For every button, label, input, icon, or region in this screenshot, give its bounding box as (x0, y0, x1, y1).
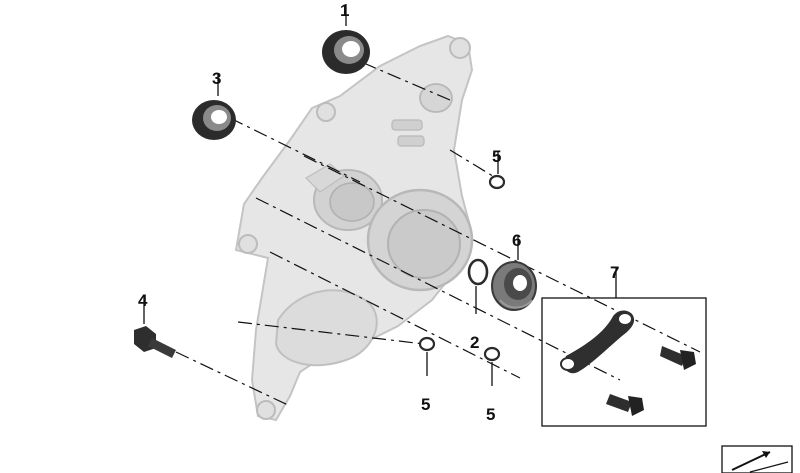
snap-ring (467, 258, 489, 286)
shaft-seal-top (322, 30, 370, 74)
callout-6: 6 (512, 231, 521, 250)
assembly-axes (175, 51, 701, 407)
housing-cover (234, 34, 474, 422)
sealing-ring-lower-left (418, 336, 436, 352)
hex-bolt (134, 326, 176, 358)
callout-5-lower-left: 5 (421, 395, 430, 414)
leader-lines (143, 4, 617, 386)
callout-3: 3 (212, 69, 221, 88)
scroll-arrow-icon[interactable] (721, 445, 793, 473)
callout-5-lower-right: 5 (486, 405, 495, 424)
callout-5-upper-right: 5 (492, 147, 501, 166)
sealing-ring-lower-right (483, 346, 501, 362)
sealing-ring-upper-right (488, 174, 506, 190)
bracket-kit (541, 297, 707, 427)
callout-1: 1 (340, 1, 349, 20)
shaft-seal-left (192, 100, 236, 140)
callout-2: 2 (470, 333, 479, 352)
ball-bearing (491, 261, 537, 311)
callout-4: 4 (138, 291, 148, 310)
callout-7: 7 (610, 263, 619, 282)
